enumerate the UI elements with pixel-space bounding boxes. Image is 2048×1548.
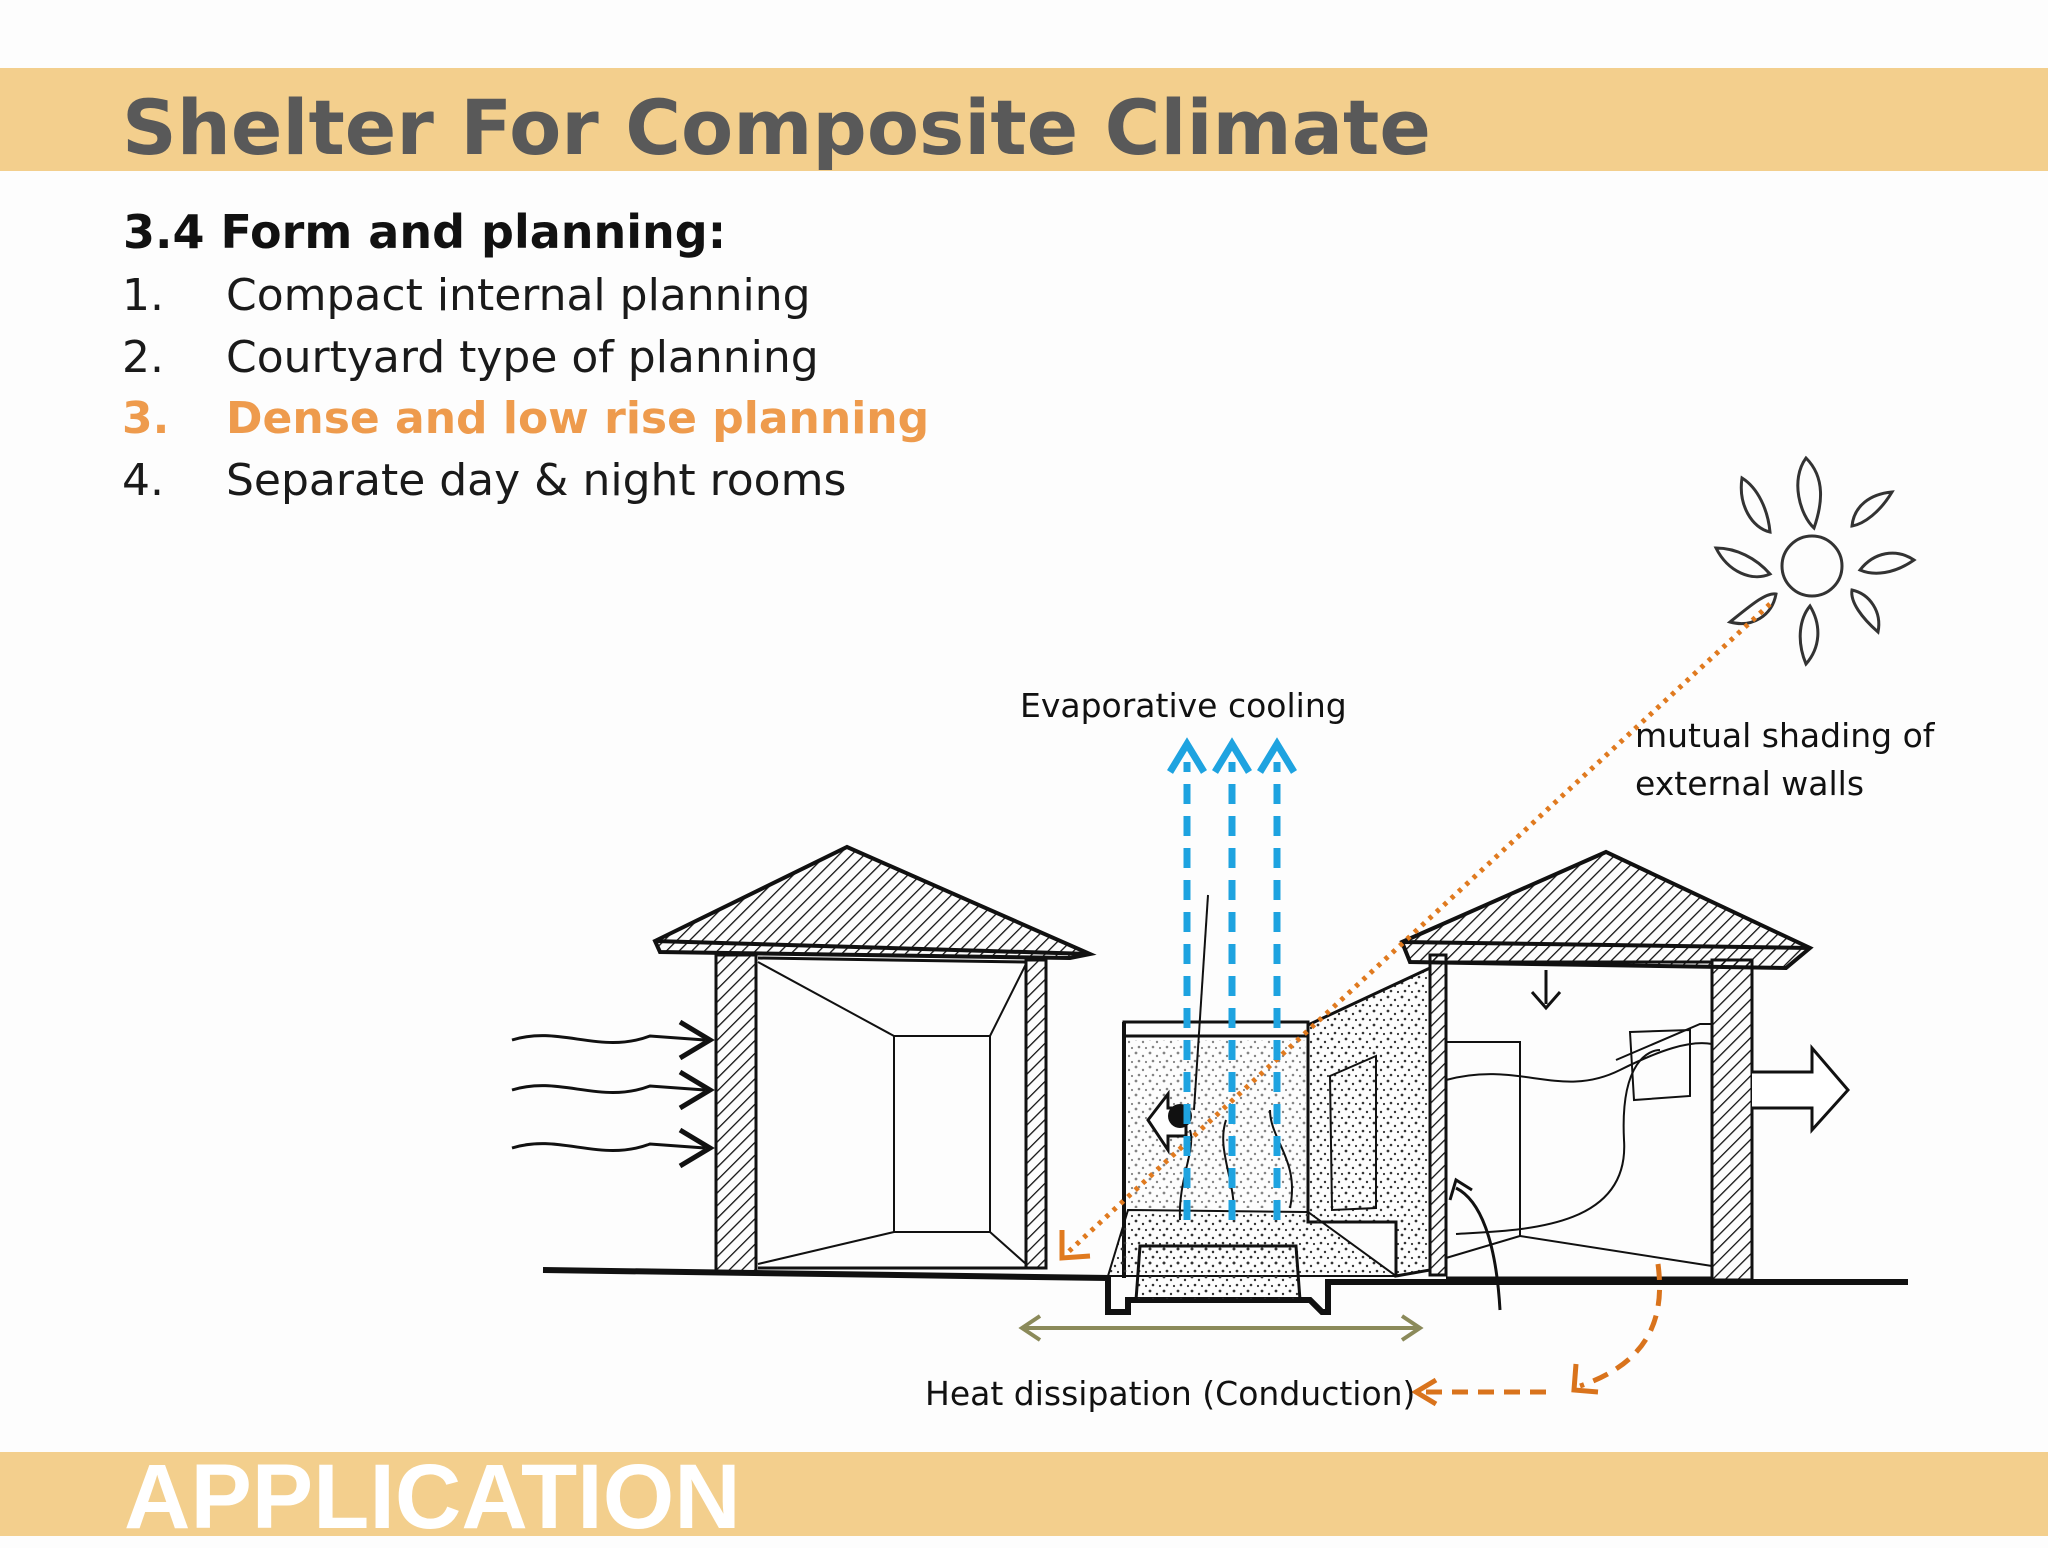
right-house xyxy=(1399,849,1850,1311)
heat-dissipation-arrow xyxy=(1411,1263,1663,1407)
label-mutual-shading: mutual shading of xyxy=(1635,716,1935,755)
list-number: 1. xyxy=(122,270,164,321)
footer-label: APPLICATION xyxy=(124,1446,741,1548)
footer-band xyxy=(0,1452,2048,1536)
left-house xyxy=(652,844,1097,1275)
list-text: Dense and low rise planning xyxy=(226,393,930,444)
courtyard xyxy=(1106,894,1432,1302)
page-title: Shelter For Composite Climate xyxy=(122,83,1431,172)
list-text: Compact internal planning xyxy=(226,270,811,321)
list-text: Courtyard type of planning xyxy=(226,331,819,383)
list-text: Separate day & night rooms xyxy=(226,454,847,506)
list-number: 2. xyxy=(122,331,164,383)
list-number: 3. xyxy=(122,393,170,444)
label-heat-dissipation: Heat dissipation (Conduction) xyxy=(925,1374,1416,1413)
label-evaporative-cooling: Evaporative cooling xyxy=(1020,686,1347,725)
sun-icon xyxy=(1713,455,1917,667)
evaporative-cooling-arrows xyxy=(1167,737,1297,1220)
label-external-walls: external walls xyxy=(1635,764,1865,803)
title-band xyxy=(0,68,2048,171)
section-heading: 3.4 Form and planning: xyxy=(123,205,727,259)
ground-span-arrow xyxy=(1018,1314,1424,1342)
list-number: 4. xyxy=(122,454,164,506)
wind-arrows xyxy=(511,1019,715,1169)
sun-ray-arrow xyxy=(1059,602,1772,1261)
